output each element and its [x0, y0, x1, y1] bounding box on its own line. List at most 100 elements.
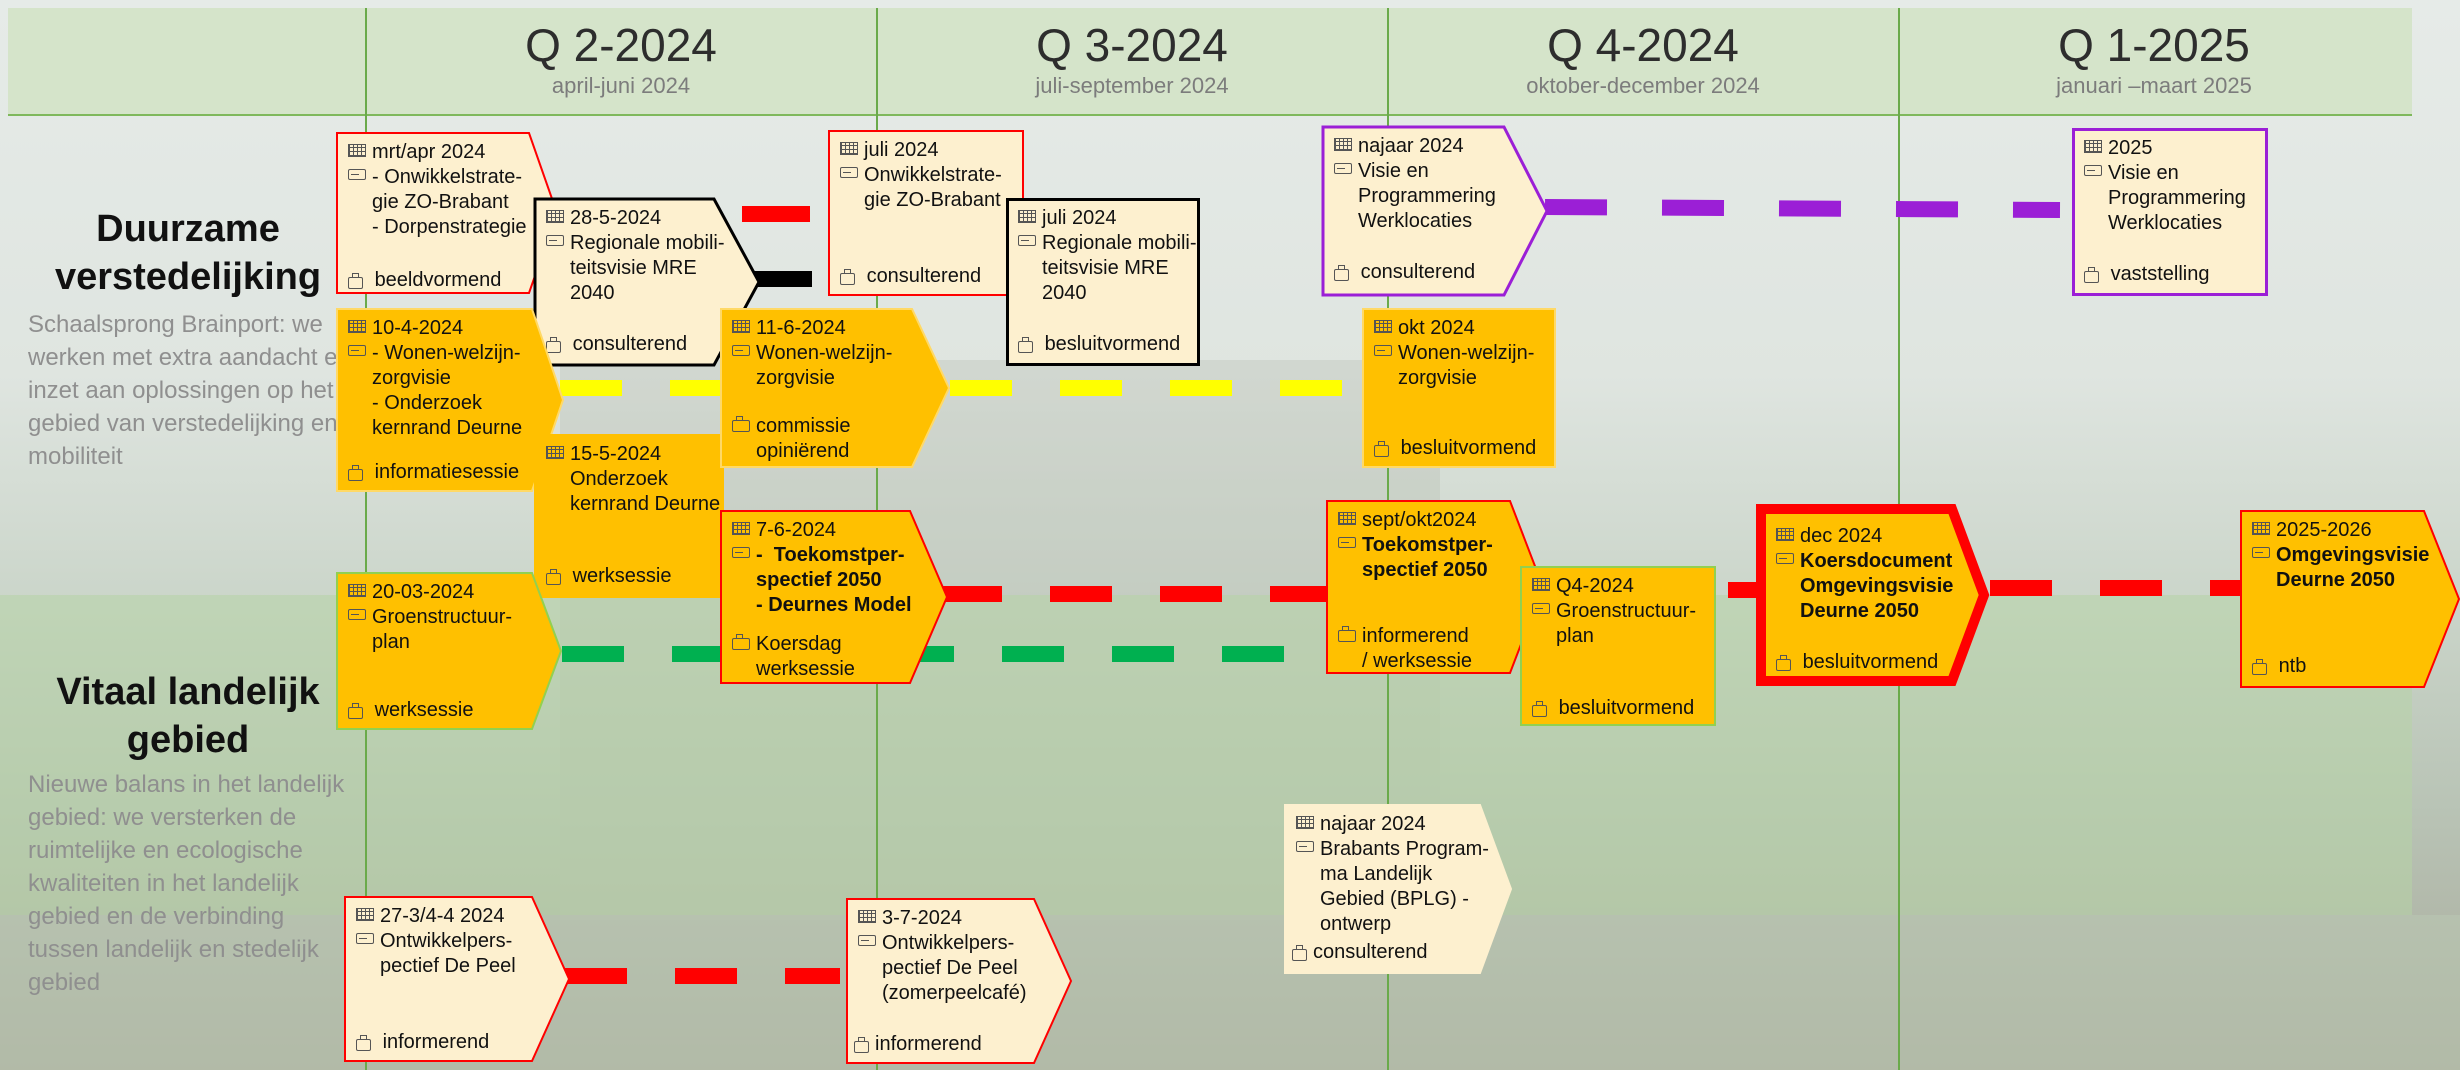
section-title-verstedelijking: Duurzame verstedelijking — [54, 208, 322, 298]
milestone-shape — [846, 898, 1073, 1064]
briefcase-icon — [1776, 654, 1791, 671]
milestone-onwikkelstrategie-mrt[interactable]: mrt/apr 2024 - Onwikkelstrate- gie ZO-Br… — [336, 132, 559, 294]
milestone-text: Groenstructuur- plan — [1556, 600, 1697, 647]
briefcase-icon — [854, 1036, 869, 1053]
milestone-shape — [1006, 198, 1200, 366]
document-icon — [356, 933, 374, 944]
gridline-q2 — [365, 8, 367, 1070]
document-icon — [858, 935, 876, 946]
milestone-role: informatiesessie — [374, 461, 520, 483]
milestone-peel-maart[interactable]: 27-3/4-4 2024 Ontwikkelpers- pectief De … — [344, 896, 571, 1062]
calendar-icon — [732, 320, 750, 333]
milestone-role: informerend / werksessie — [1362, 625, 1473, 672]
milestone-date: 10-4-2024 — [372, 317, 464, 339]
document-icon — [840, 167, 858, 178]
briefcase-icon — [732, 416, 750, 432]
milestone-text: - Wonen-welzijn- zorgvisie - Onderzoek k… — [372, 342, 523, 439]
milestone-shape — [1362, 308, 1556, 468]
milestone-toekomstperspectief-sept[interactable]: sept/okt2024 Toekomstper- spectief 2050 … — [1326, 500, 1545, 674]
milestone-wonen-juni[interactable]: 11-6-2024 Wonen-welzijn- zorgvisie commi… — [720, 308, 951, 468]
milestone-date: mrt/apr 2024 — [372, 141, 486, 163]
briefcase-icon — [546, 336, 561, 353]
milestone-role: consulterend — [572, 333, 688, 355]
milestone-shape — [1520, 566, 1716, 726]
milestone-date: okt 2024 — [1398, 317, 1475, 339]
milestone-shape — [720, 510, 949, 684]
briefcase-icon — [348, 702, 363, 719]
briefcase-icon — [2252, 658, 2267, 675]
document-icon — [348, 609, 366, 620]
milestone-shape — [1284, 804, 1513, 974]
milestone-text: Ontwikkelpers- pectief De Peel (zomerpee… — [882, 932, 1027, 1004]
milestone-role: werksessie — [572, 565, 672, 587]
milestone-role: consulterend — [1360, 261, 1476, 283]
milestone-date: najaar 2024 — [1358, 135, 1464, 157]
milestone-date: 11-6-2024 — [756, 317, 846, 339]
section-description-verstedelijking: Schaalsprong Brainport: we werken met ex… — [28, 311, 351, 470]
quarter-header-q3: Q 3-2024 juli-september 2024 — [877, 18, 1387, 100]
milestone-koersdocument-dec[interactable]: dec 2024 Koersdocument Omgevingsvisie De… — [1756, 504, 1990, 686]
milestone-werklocaties-2025[interactable]: 2025 Visie en Programmering Werklocaties… — [2072, 128, 2268, 296]
milestone-date: dec 2024 — [1800, 525, 1883, 547]
calendar-icon — [1532, 578, 1550, 591]
milestone-date: 3-7-2024 — [882, 907, 963, 929]
milestone-text: Brabants Program- ma Landelijk Gebied (B… — [1320, 838, 1489, 935]
briefcase-icon — [1334, 264, 1349, 281]
milestone-mobiliteitsvisie-juli[interactable]: juli 2024 Regionale mobili- teitsvisie M… — [1006, 198, 1200, 366]
milestone-role: besluitvormend — [1558, 697, 1695, 719]
milestone-wonen-okt[interactable]: okt 2024 Wonen-welzijn- zorgvisie beslui… — [1362, 308, 1556, 468]
calendar-icon — [348, 320, 366, 333]
milestone-shape — [720, 308, 951, 468]
milestone-bplg-najaar[interactable]: najaar 2024 Brabants Program- ma Landeli… — [1284, 804, 1513, 974]
milestone-text: Regionale mobili- teitsvisie MRE 2040 — [1042, 232, 1197, 304]
quarter-months: oktober-december 2024 — [1526, 73, 1760, 98]
document-icon — [1296, 841, 1314, 852]
calendar-icon — [2084, 140, 2102, 153]
calendar-icon — [1374, 320, 1392, 333]
milestone-onwikkelstrategie-juli[interactable]: juli 2024 Onwikkelstrate- gie ZO-Brabant… — [828, 130, 1024, 296]
milestone-text: Wonen-welzijn- zorgvisie — [756, 342, 893, 389]
milestone-role: consulterend — [1313, 941, 1428, 963]
section-title-landelijk: Vitaal landelijk gebied — [56, 671, 320, 761]
milestone-date: 2025-2026 — [2276, 519, 2372, 541]
milestone-onderzoek-mei[interactable]: 15-5-2024 Onderzoek kernrand Deurne werk… — [534, 434, 724, 598]
document-icon — [1532, 603, 1550, 614]
calendar-icon — [732, 522, 750, 535]
milestone-werklocaties-najaar[interactable]: najaar 2024 Visie en Programmering Werkl… — [1321, 125, 1549, 297]
milestone-wonen-april[interactable]: 10-4-2024 - Wonen-welzijn- zorgvisie - O… — [336, 308, 565, 492]
milestone-shape — [2072, 128, 2268, 296]
milestone-text: Wonen-welzijn- zorgvisie — [1398, 342, 1535, 389]
milestone-omgevingsvisie-2025[interactable]: 2025-2026 Omgevingsvisie Deurne 2050 ntb — [2240, 510, 2460, 688]
calendar-icon — [1018, 210, 1036, 223]
header-band — [8, 8, 2412, 116]
document-icon — [1338, 537, 1356, 548]
calendar-icon — [1776, 528, 1794, 541]
briefcase-icon — [1532, 700, 1547, 717]
quarter-header-q2: Q 2-2024 april-juni 2024 — [366, 18, 876, 100]
milestone-date: 27-3/4-4 2024 — [380, 905, 505, 927]
document-icon — [348, 169, 366, 180]
milestone-date: najaar 2024 — [1320, 813, 1426, 835]
milestone-date: 20-03-2024 — [372, 581, 475, 603]
calendar-icon — [546, 446, 564, 459]
milestone-role: commissie opiniërend — [756, 415, 851, 462]
milestone-text: Regionale mobili- teitsvisie MRE 2040 — [570, 232, 725, 304]
document-icon — [2084, 165, 2102, 176]
milestone-role: werksessie — [374, 699, 474, 721]
milestone-role: ntb — [2278, 655, 2307, 677]
milestone-role: beeldvormend — [374, 269, 502, 291]
document-icon — [1776, 553, 1794, 564]
calendar-icon — [1338, 512, 1356, 525]
milestone-text: - Toekomstper- spectief 2050 - Deurnes M… — [756, 544, 912, 616]
milestone-text: Visie en Programmering Werklocaties — [2108, 162, 2246, 234]
milestone-date: 7-6-2024 — [756, 519, 837, 541]
milestone-groenstructuur-maart[interactable]: 20-03-2024 Groenstructuur- plan werksess… — [336, 572, 563, 730]
milestone-toekomstperspectief-juni[interactable]: 7-6-2024 - Toekomstper- spectief 2050 - … — [720, 510, 949, 684]
milestone-groenstructuur-q4[interactable]: Q4-2024 Groenstructuur- plan besluitvorm… — [1520, 566, 1716, 726]
milestone-shape — [336, 572, 563, 730]
milestone-role: consulterend — [866, 265, 982, 287]
calendar-icon — [546, 210, 564, 223]
quarter-header-q1-2025: Q 1-2025 januari –maart 2025 — [1899, 18, 2409, 100]
milestone-peel-juli[interactable]: 3-7-2024 Ontwikkelpers- pectief De Peel … — [846, 898, 1073, 1064]
